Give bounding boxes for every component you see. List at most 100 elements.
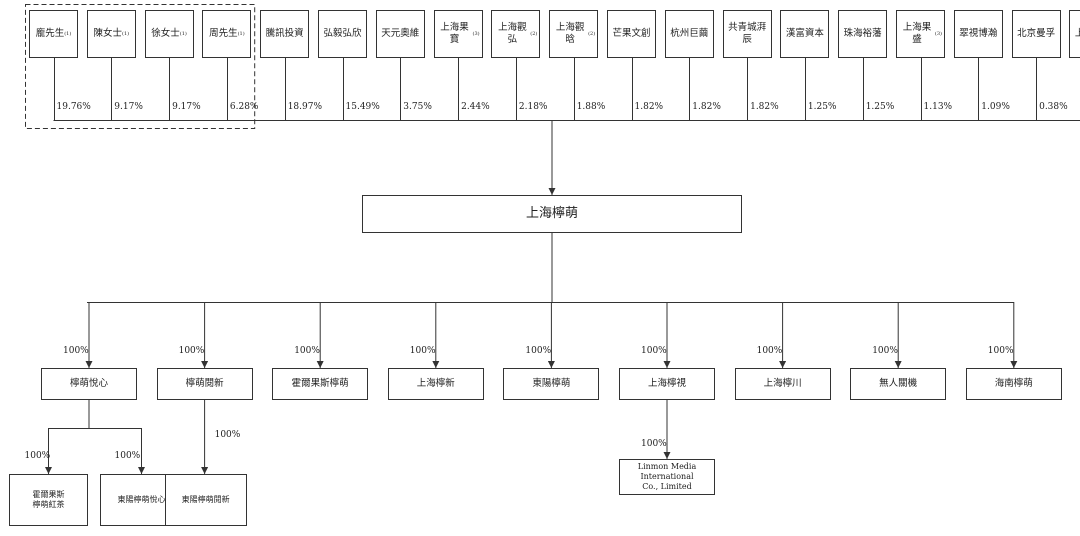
shareholder-box-11-label: 杭州巨繭 [670, 28, 709, 39]
shareholder-box-6: 天元奧維 [375, 10, 425, 58]
subsidiary-pct-2: 100% [294, 346, 320, 356]
shareholder-box-14-label: 珠海裕藩 [843, 28, 882, 39]
shareholder-box-8-note: (2) [530, 31, 538, 37]
shareholder-box-13-label: 漢富資本 [785, 28, 824, 39]
subsidiary-box-4-label: 東陽檸萌 [532, 378, 571, 389]
subsidiary-pct-3: 100% [409, 346, 436, 356]
shareholder-pct-15: 1.13% [923, 102, 953, 112]
shareholder-box-3: 周先生(1) [202, 10, 252, 58]
subsidiary-box-0: 檸萌悅心 [41, 368, 137, 400]
shareholder-box-11: 杭州巨繭 [664, 10, 714, 58]
subsidiary-box-3-label: 上海檸新 [416, 378, 455, 389]
child-pct-0: 100% [24, 451, 51, 461]
shareholder-pct-5: 15.49% [345, 102, 380, 112]
child-pct-3: 100% [641, 439, 667, 449]
shareholder-box-2: 徐女士(1) [144, 10, 194, 58]
child-pct-2: 100% [214, 430, 241, 440]
shareholder-box-16: 翠視博瀚 [953, 10, 1003, 58]
company-box-label: 上海檸萌 [525, 206, 578, 221]
subsidiary-box-8: 海南檸萌 [965, 368, 1062, 400]
shareholder-box-6-label: 天元奧維 [381, 28, 420, 39]
subsidiary-box-5-label: 上海檸視 [647, 378, 686, 389]
shareholder-pct-1: 9.17% [114, 102, 143, 112]
shareholder-pct-10: 1.82% [634, 102, 664, 112]
subsidiary-box-2-label: 霍爾果斯檸萌 [291, 378, 349, 389]
shareholder-box-4: 騰訊投資 [260, 10, 310, 58]
child-pct-1: 100% [114, 451, 141, 461]
child-box-3: Linmon Media International Co., Limited [619, 459, 715, 495]
subsidiary-box-6: 上海檸川 [734, 368, 831, 400]
subsidiary-box-0-label: 檸萌悅心 [69, 378, 108, 389]
shareholder-box-12-label: 共青城湃辰 [728, 22, 767, 45]
shareholder-box-17: 北京曼孚 [1011, 10, 1061, 58]
subsidiary-box-8-label: 海南檸萌 [994, 378, 1033, 389]
shareholder-pct-8: 2.18% [518, 102, 548, 112]
subsidiary-pct-6: 100% [756, 346, 783, 356]
shareholder-box-10: 芒果文創 [607, 10, 656, 58]
shareholder-box-8: 上海觀弘(2) [491, 10, 541, 58]
subsidiary-box-1: 檸萌閱新 [156, 368, 253, 400]
shareholder-box-7: 上海果寶(3) [433, 10, 483, 58]
subsidiary-pct-7: 100% [872, 346, 898, 356]
shareholder-box-4-label: 騰訊投資 [265, 28, 304, 39]
shareholder-pct-9: 1.88% [576, 102, 606, 112]
company-box: 上海檸萌 [362, 195, 742, 233]
shareholder-box-7-note: (3) [472, 31, 480, 37]
concert-party-dashed-box [25, 4, 256, 129]
shareholder-box-8-label: 上海觀弘 [498, 22, 527, 45]
shareholder-box-0-label: 龐先生 [35, 28, 65, 39]
shareholder-box-16-label: 翠視博瀚 [959, 28, 998, 39]
shareholder-box-9-note: (2) [588, 31, 596, 37]
shareholder-box-15-note: (3) [934, 31, 942, 37]
shareholder-pct-11: 1.82% [692, 102, 721, 112]
child-box-2: 東陽檸萌閱新 [164, 474, 247, 526]
shareholder-box-1-note: (1) [122, 31, 130, 37]
child-box-1-label: 東陽檸萌悅心 [117, 495, 166, 504]
shareholder-box-14: 珠海裕藩 [838, 10, 888, 58]
shareholder-pct-17: 0.38% [1039, 102, 1068, 112]
shareholder-pct-16: 1.09% [981, 102, 1010, 112]
shareholder-box-15-label: 上海果盛 [902, 22, 932, 45]
subsidiary-box-4: 東陽檸萌 [503, 368, 600, 400]
shareholder-pct-6: 3.75% [403, 102, 432, 112]
shareholder-box-7-label: 上海果寶 [440, 22, 469, 45]
shareholder-box-1-label: 陳女士 [93, 28, 122, 39]
subsidiary-box-7-label: 無人關機 [879, 378, 918, 389]
shareholder-box-9: 上海觀晗(2) [549, 10, 599, 58]
shareholder-box-1: 陳女士(1) [86, 10, 136, 58]
shareholder-box-12: 共青城湃辰 [722, 10, 772, 58]
shareholder-pct-0: 19.76% [56, 102, 91, 112]
shareholder-pct-12: 1.82% [750, 102, 779, 112]
child-box-2-label: 東陽檸萌閱新 [181, 495, 230, 504]
shareholder-pct-2: 9.17% [172, 102, 201, 112]
shareholder-box-9-label: 上海觀晗 [555, 22, 585, 45]
shareholder-box-0-note: (1) [64, 31, 72, 37]
child-box-3-label: Linmon Media International Co., Limited [637, 462, 697, 491]
subsidiary-box-5: 上海檸視 [619, 368, 715, 400]
shareholder-box-17-label: 北京曼孚 [1017, 28, 1056, 39]
child-box-0: 霍爾果斯 檸萌紅茶 [9, 474, 88, 526]
shareholder-box-13: 漢富資本 [780, 10, 830, 58]
shareholder-box-5: 弘毅弘欣 [318, 10, 367, 58]
shareholder-box-15: 上海果盛(3) [896, 10, 945, 58]
shareholder-box-10-label: 芒果文創 [612, 28, 651, 39]
subsidiary-pct-8: 100% [987, 346, 1014, 356]
shareholder-pct-14: 1.25% [865, 102, 895, 112]
shareholder-box-2-note: (1) [179, 31, 187, 37]
child-box-0-label: 霍爾果斯 檸萌紅茶 [32, 490, 65, 509]
subsidiary-box-6-label: 上海檸川 [763, 378, 802, 389]
shareholder-box-18: 上海舞威 [1069, 10, 1080, 58]
shareholder-box-2-label: 徐女士 [151, 28, 180, 39]
shareholder-pct-13: 1.25% [807, 102, 837, 112]
shareholder-box-3-label: 周先生 [209, 28, 238, 39]
subsidiary-box-7: 無人關機 [850, 368, 947, 400]
shareholder-box-0: 龐先生(1) [29, 10, 78, 58]
shareholder-box-18-label: 上海舞威 [1074, 28, 1080, 39]
subsidiary-pct-1: 100% [178, 346, 205, 356]
subsidiary-box-2: 霍爾果斯檸萌 [272, 368, 369, 400]
subsidiary-box-3: 上海檸新 [387, 368, 484, 400]
shareholder-box-3-note: (1) [237, 31, 245, 37]
shareholder-pct-4: 18.97% [287, 102, 323, 112]
